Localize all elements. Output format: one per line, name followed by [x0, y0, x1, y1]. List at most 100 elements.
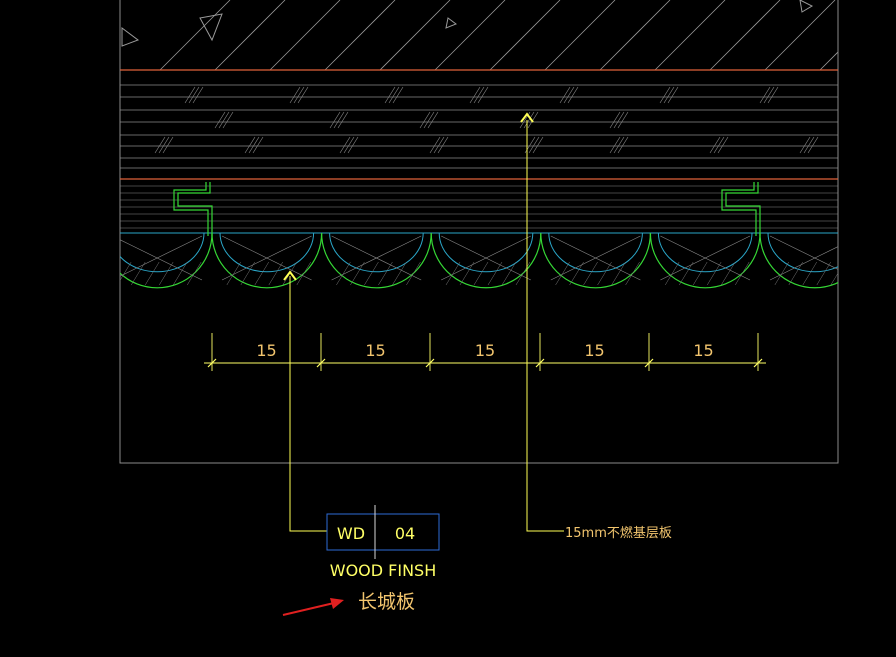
board-hatch-mark: [423, 111, 435, 129]
board-hatch-mark: [333, 111, 345, 129]
slat-hatch-line: [625, 261, 640, 286]
concrete-hatch-line: [434, 0, 506, 71]
board-hatch-mark: [563, 86, 575, 104]
slat-hatch-line: [186, 261, 202, 286]
board-hatch-mark: [613, 136, 625, 154]
dimension-tick: [644, 358, 654, 368]
board-hatch-mark: [559, 86, 571, 104]
board-hatch-mark: [419, 111, 431, 129]
board-hatch-mark: [528, 136, 540, 154]
slat-hatch-line: [406, 261, 421, 286]
slat-hatch-line: [678, 261, 694, 286]
material-description: WOOD FINSH: [330, 561, 437, 580]
material-tag-box: [326, 513, 440, 551]
concrete-hatch-line: [544, 0, 616, 71]
board-hatch-mark: [613, 111, 625, 129]
slat-hatch-line: [597, 261, 612, 286]
board-hatch-mark: [617, 136, 629, 154]
aggregate-mark: [121, 27, 140, 47]
board-hatch-mark: [617, 111, 629, 129]
slat-hatch-line: [144, 261, 160, 286]
slat-hatch-line: [884, 262, 896, 285]
leader-wood-finish: [283, 270, 327, 532]
board-hatch-mark: [763, 86, 775, 104]
slat-hatch-line: [788, 261, 804, 286]
wood-slat: [321, 233, 432, 289]
slat-hatch-line: [720, 261, 736, 286]
board-hatch-mark: [339, 136, 351, 154]
board-hatch-mark: [297, 86, 309, 104]
leader-arrowhead-icon: [520, 112, 534, 123]
concrete-hatch-line: [654, 0, 726, 71]
slat-hatch-line: [392, 261, 407, 286]
slat-hatch-line: [501, 261, 517, 286]
slat-hatch-line: [296, 261, 312, 286]
slat-hatch-line: [445, 261, 461, 286]
material-note: 长城板: [358, 591, 415, 613]
slat-hatch-line: [364, 261, 379, 286]
material-tag: WD 04: [326, 505, 440, 559]
slat-outer-arc: [870, 233, 896, 288]
concrete-layer: [121, 0, 896, 71]
slat-hatch-line: [172, 261, 188, 286]
slat-hatch-line: [268, 261, 284, 286]
slat-outer-arc: [540, 233, 651, 289]
keel-layers: [120, 185, 838, 234]
concrete-hatch-line: [764, 0, 836, 71]
slat-cross-line: [660, 235, 751, 281]
board-hatch-mark: [523, 111, 535, 129]
leader-arrowhead-icon: [283, 270, 297, 281]
dimension-tick: [207, 358, 217, 368]
wood-slat: [430, 233, 542, 289]
aggregate-mark: [445, 17, 458, 29]
board-hatch-mark: [659, 86, 671, 104]
slat-hatch-line: [459, 261, 475, 286]
board-hatch-mark: [347, 136, 359, 154]
board-hatch-mark: [218, 111, 230, 129]
slat-hatch-line: [515, 261, 531, 286]
hook-clip-right: [721, 182, 761, 236]
slat-cross-line: [550, 235, 641, 281]
board-hatch-mark: [609, 136, 621, 154]
board-hatch-mark: [154, 136, 166, 154]
board-hatch-mark: [289, 86, 301, 104]
concrete-hatch-line: [159, 0, 231, 71]
board-hatch-mark: [388, 86, 400, 104]
board-hatch-mark: [759, 86, 771, 104]
wood-slat: [759, 233, 838, 289]
concrete-hatch-line: [489, 0, 561, 71]
board-hatch-mark: [184, 86, 196, 104]
board-hatch-mark: [329, 111, 341, 129]
board-hatch-mark: [437, 136, 449, 154]
concrete-hatch-line: [819, 51, 838, 71]
concrete-hatch-line: [709, 0, 781, 71]
slat-hatch-line: [130, 261, 146, 286]
board-hatch-mark: [384, 86, 396, 104]
slat-cross-line: [880, 236, 896, 280]
dimension-label: 15: [256, 341, 276, 360]
slat-cross-line: [441, 235, 531, 281]
slat-cross-line: [221, 235, 312, 281]
board-hatch-mark: [609, 111, 621, 129]
wood-slat: [211, 233, 323, 289]
slat-inner-arc: [657, 233, 753, 273]
material-tag-code: WD: [337, 524, 365, 543]
slat-hatch-line: [555, 261, 570, 286]
board-hatch-mark: [427, 111, 439, 129]
wood-slat: [540, 233, 651, 289]
material-tag-number: 04: [395, 524, 415, 543]
dimension-label: 15: [365, 341, 385, 360]
dimension-label: 15: [475, 341, 495, 360]
board-hatch-mark: [392, 86, 404, 104]
slat-hatch-line: [706, 261, 722, 286]
concrete-hatch-line: [875, 0, 896, 70]
board-hatch-mark: [158, 136, 170, 154]
slat-hatch-line: [583, 261, 598, 286]
slat-hatch-line: [802, 261, 818, 286]
slat-outer-arc: [211, 233, 323, 289]
slat-hatch-line: [120, 261, 132, 281]
slat-hatch-line: [611, 261, 626, 286]
slat-cross-line: [769, 246, 838, 281]
concrete-hatch-line: [379, 0, 451, 71]
dimension-tick: [316, 358, 326, 368]
